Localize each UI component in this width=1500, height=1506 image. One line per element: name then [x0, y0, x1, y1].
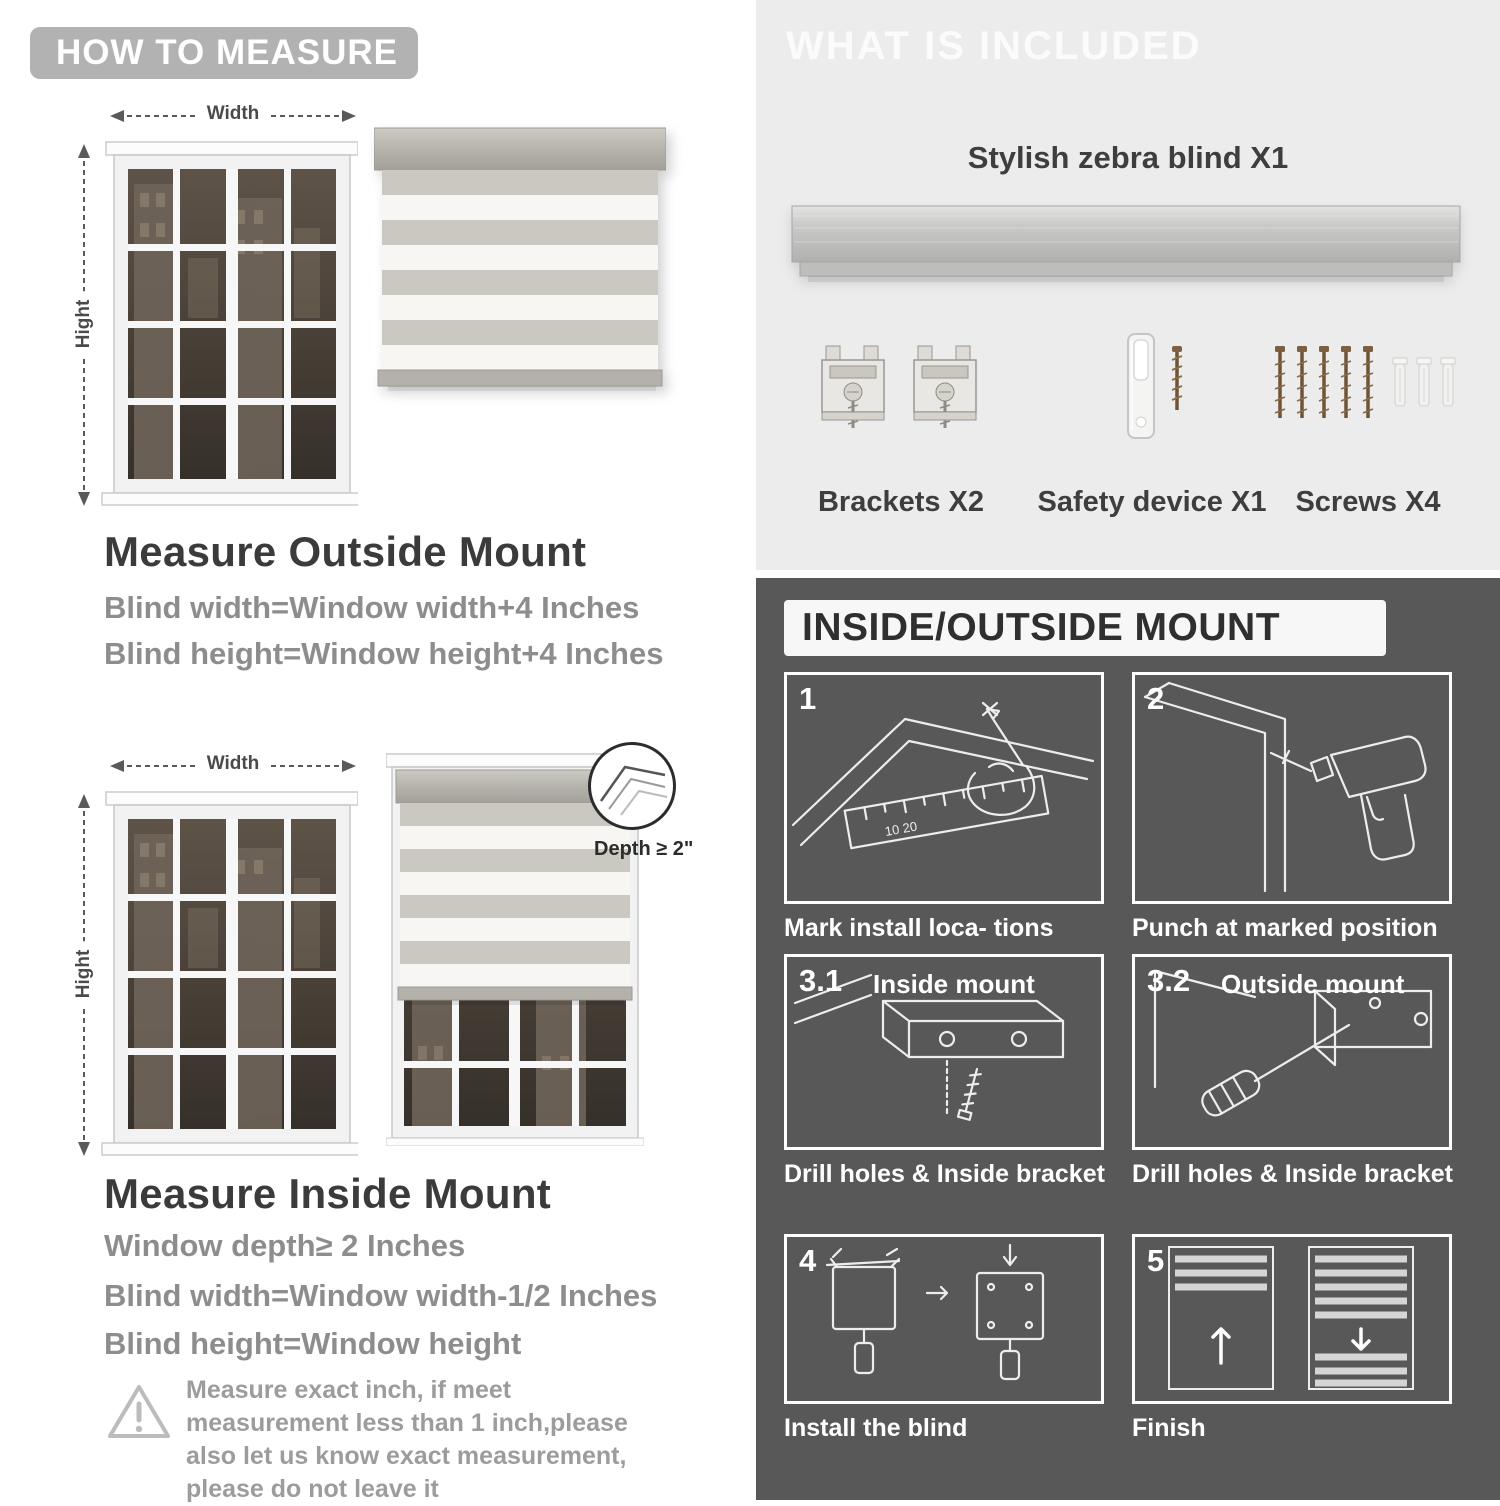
inside-bracket-drawing — [793, 973, 1065, 1121]
how-to-measure-header: HOW TO MEASURE — [30, 27, 418, 79]
step-panel-5: 5 — [1132, 1234, 1452, 1404]
width-arrow-label: Width — [198, 103, 268, 125]
outside-bracket-drawing — [1153, 969, 1433, 1117]
inside-mount-depth-rule: Window depth≥ 2 Inches — [104, 1228, 466, 1263]
step-caption-3-2: Drill holes & Inside bracket — [1132, 1160, 1453, 1188]
outside-mount-width-rule: Blind width=Window width+4 Inches — [104, 590, 640, 625]
step-title: Inside mount — [873, 969, 1035, 999]
brackets-illustration — [812, 332, 992, 447]
step-number: 3.1 — [799, 963, 843, 998]
step-panel-2: 2 — [1132, 672, 1452, 904]
step-panel-3-2: 3.2 Outside mount — [1132, 954, 1452, 1150]
drill-drawing — [1143, 681, 1427, 893]
step-panel-4: 4 — [784, 1234, 1104, 1404]
step-number: 3.2 — [1147, 963, 1191, 998]
height-arrow-label: Hight — [73, 941, 95, 1007]
inside-mount-width-rule: Blind width=Window width-1/2 Inches — [104, 1278, 658, 1313]
step-number: 4 — [799, 1243, 817, 1278]
depth-callout-label: Depth ≥ 2" — [594, 838, 694, 860]
finish-drawing — [1168, 1246, 1414, 1390]
warning-triangle-icon — [106, 1382, 172, 1442]
what-is-included-header: WHAT IS INCLUDED — [786, 24, 1202, 68]
screws-illustration — [1264, 336, 1459, 446]
inside-mount-height-rule: Blind height=Window height — [104, 1326, 522, 1361]
step-caption-3-1: Drill holes & Inside bracket — [784, 1160, 1105, 1188]
mount-header: INSIDE/OUTSIDE MOUNT — [784, 600, 1386, 656]
outside-mount-heading: Measure Outside Mount — [104, 528, 587, 575]
step-caption-4: Install the blind — [784, 1414, 968, 1442]
inside-mount-window-figure: Width Hight — [68, 748, 363, 1163]
inside-mount-heading: Measure Inside Mount — [104, 1170, 552, 1217]
outside-mount-window-figure: Width Hight — [68, 98, 363, 513]
window-illustration — [78, 760, 363, 1156]
safety-device-illustration — [1086, 330, 1216, 448]
height-arrow-label: Hight — [73, 291, 95, 357]
step-caption-5: Finish — [1132, 1414, 1206, 1442]
how-to-measure-panel: HOW TO MEASURE — [0, 0, 750, 1503]
step-panel-1: 10 20 1 — [784, 672, 1104, 904]
window-illustration — [78, 110, 363, 506]
measurement-note: Measure exact inch, if meet measurement … — [186, 1376, 628, 1503]
ruler-marks: 10 20 — [884, 818, 919, 838]
width-arrow-label: Width — [198, 753, 268, 775]
zebra-blind-graphic — [373, 127, 667, 391]
zebra-blind-item-label: Stylish zebra blind X1 — [967, 140, 1289, 175]
blind-on-window-graphic — [385, 753, 645, 1147]
safety-device-label: Safety device X1 — [1037, 486, 1267, 518]
zebra-blind-illustration — [373, 126, 667, 411]
step-number: 1 — [799, 681, 817, 716]
depth-magnifier-icon — [588, 742, 676, 830]
blind-cassette-bar-illustration — [790, 198, 1466, 290]
step-caption-1: Mark install loca- tions — [784, 914, 1054, 942]
mount-instructions-panel: INSIDE/OUTSIDE MOUNT 10 20 — [756, 578, 1500, 1500]
screws-label: Screws X4 — [1295, 486, 1441, 518]
what-is-included-panel: WHAT IS INCLUDED Stylish zebra blind X1 — [756, 0, 1500, 570]
step-title: Outside mount — [1221, 969, 1405, 999]
step-number: 5 — [1147, 1243, 1165, 1278]
step-number: 2 — [1147, 681, 1165, 716]
install-blind-drawing — [825, 1243, 1045, 1381]
brackets-label: Brackets X2 — [817, 486, 985, 518]
step-panel-3-1: 3.1 Inside mount — [784, 954, 1104, 1150]
outside-mount-height-rule: Blind height=Window height+4 Inches — [104, 636, 664, 671]
mark-locations-drawing: 10 20 — [791, 701, 1095, 850]
step-caption-2: Punch at marked position — [1132, 914, 1438, 942]
blind-on-window-illustration — [385, 746, 645, 1147]
